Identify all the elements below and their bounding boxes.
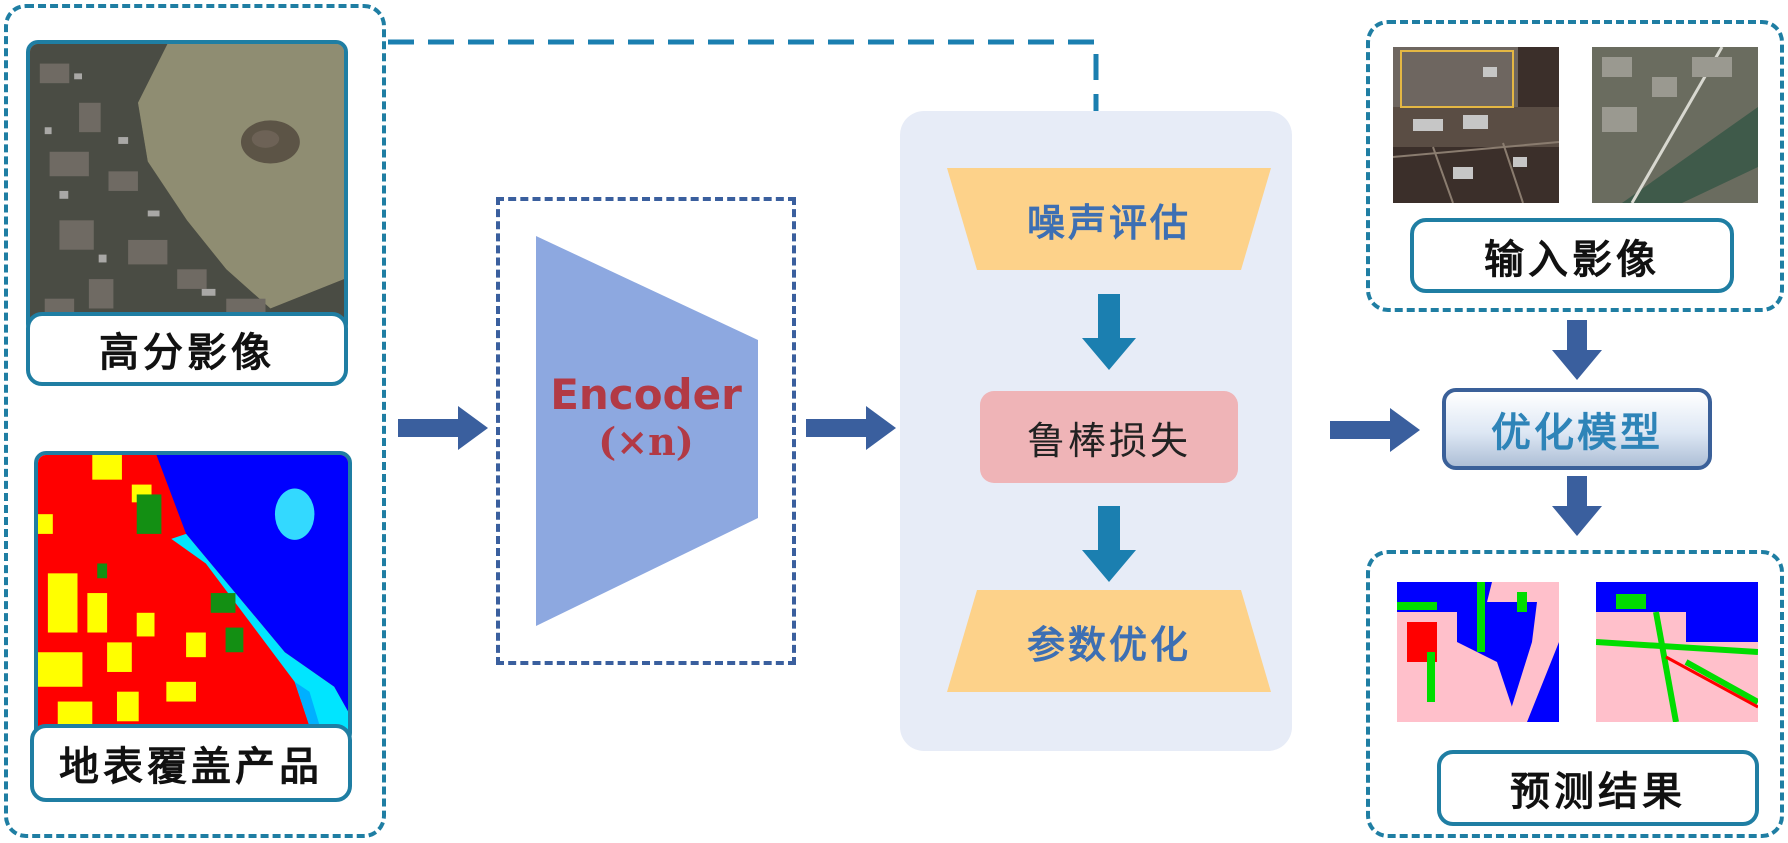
- encoder-trapezoid: [536, 236, 758, 626]
- input-image-1: [1393, 47, 1559, 203]
- arrow-down-icon: [1552, 320, 1602, 380]
- high-res-image: [26, 40, 348, 336]
- arrow-right-icon: [1330, 408, 1420, 452]
- param-opt-label: 参数优化: [1026, 622, 1191, 667]
- landcover-product-label: 地表覆盖产品: [30, 724, 352, 802]
- arrow-down-icon: [1082, 294, 1136, 370]
- prediction-result-2: [1596, 582, 1758, 722]
- landcover-product-image: [34, 451, 352, 745]
- encoder-label: Encoder: [550, 370, 742, 419]
- encoder-block: [496, 197, 796, 665]
- arrow-right-icon: [398, 406, 488, 450]
- encoder-repeat-label: (×n): [598, 419, 694, 464]
- input-image-2: [1592, 47, 1758, 203]
- arrow-right-icon: [806, 406, 896, 450]
- arrow-down-icon: [1552, 476, 1602, 536]
- input-images-group: [1366, 20, 1784, 312]
- arrow-down-icon: [1082, 506, 1136, 582]
- param-opt-trapezoid: [947, 590, 1271, 692]
- encoder-label-group: Encoder (×n): [550, 370, 742, 480]
- prediction-results-group: [1366, 550, 1784, 838]
- optimize-model-box: 优化模型: [1442, 388, 1712, 470]
- noise-eval-label: 噪声评估: [1026, 200, 1191, 245]
- input-image-label: 输入影像: [1410, 218, 1734, 293]
- prediction-result-label: 预测结果: [1437, 750, 1759, 826]
- input-data-group: [4, 4, 386, 838]
- noise-eval-trapezoid: [947, 168, 1271, 270]
- robust-loss-box: 鲁棒损失: [980, 391, 1238, 483]
- prediction-result-1: [1397, 582, 1559, 722]
- hr-image-label: 高分影像: [26, 312, 348, 386]
